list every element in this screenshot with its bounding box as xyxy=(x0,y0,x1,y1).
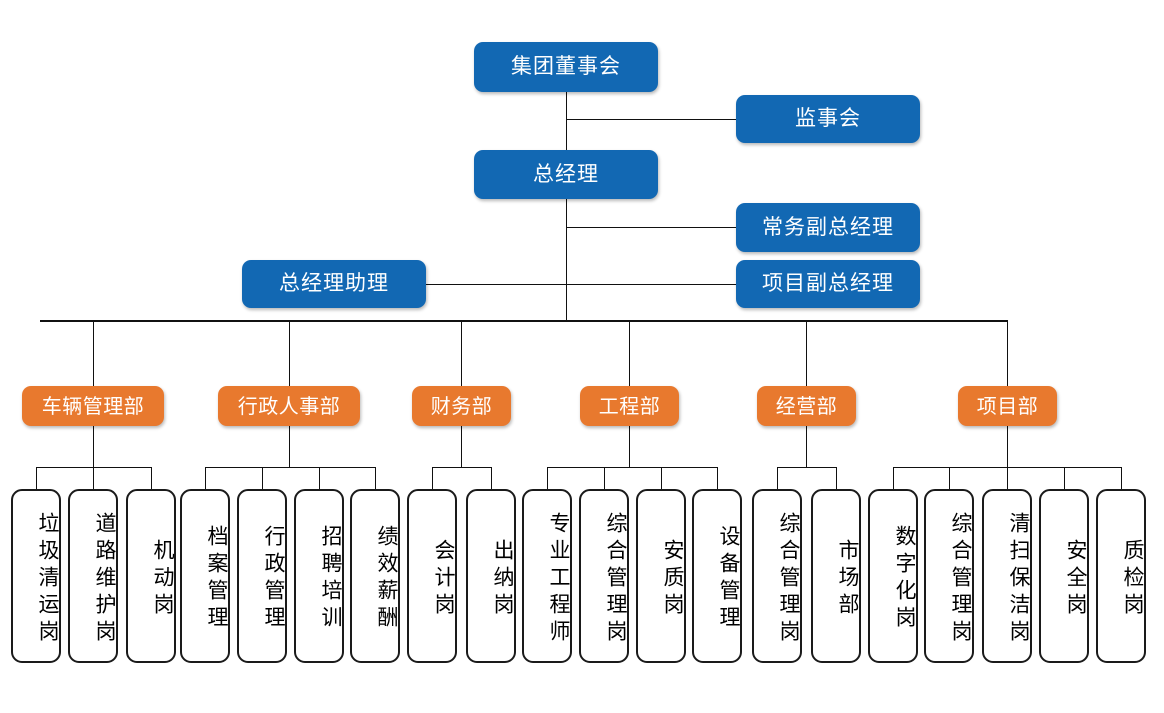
connector-leaf-10 xyxy=(547,467,548,489)
connector-dept-3-stem xyxy=(461,426,462,468)
connector-leaf-1 xyxy=(36,467,37,489)
connector-bus-to-dept-6 xyxy=(1007,320,1008,386)
connector-leaf-11 xyxy=(604,467,605,489)
connector-leaf-19 xyxy=(1064,467,1065,489)
node-department-operations[interactable]: 经营部 xyxy=(757,386,856,426)
node-department-engineering[interactable]: 工程部 xyxy=(580,386,679,426)
connector-dept-5-stem xyxy=(806,426,807,468)
connector-leaf-13 xyxy=(717,467,718,489)
connector-leaf-5 xyxy=(262,467,263,489)
connector-leaf-14 xyxy=(777,467,778,489)
connector-gm-to-exec-deputy xyxy=(566,227,736,228)
connector-leaf-8 xyxy=(432,467,433,489)
node-position-equipment-management[interactable]: 设备管理 xyxy=(692,489,742,663)
connector-leaf-18 xyxy=(1007,467,1008,489)
connector-gm-to-project-deputy xyxy=(566,284,736,285)
department-bus xyxy=(40,320,1008,322)
node-position-marketing[interactable]: 市场部 xyxy=(811,489,861,663)
connector-gm-stem-to-supervisory xyxy=(566,119,736,120)
sub-bus-dept-4 xyxy=(547,467,717,468)
connector-leaf-12 xyxy=(661,467,662,489)
node-general-manager[interactable]: 总经理 xyxy=(474,150,658,199)
node-department-finance[interactable]: 财务部 xyxy=(412,386,511,426)
node-position-operations-general-management[interactable]: 综合管理岗 xyxy=(752,489,802,663)
connector-bus-to-dept-1 xyxy=(93,320,94,386)
node-position-cashier[interactable]: 出纳岗 xyxy=(466,489,516,663)
connector-leaf-16 xyxy=(893,467,894,489)
connector-dept-2-stem xyxy=(289,426,290,468)
node-position-quality-inspection[interactable]: 质检岗 xyxy=(1096,489,1146,663)
sub-bus-dept-2 xyxy=(205,467,375,468)
connector-dept-4-stem xyxy=(629,426,630,468)
connector-dept-1-stem xyxy=(93,426,94,468)
connector-leaf-9 xyxy=(491,467,492,489)
node-position-archive-management[interactable]: 档案管理 xyxy=(180,489,230,663)
connector-leaf-3 xyxy=(151,467,152,489)
connector-leaf-17 xyxy=(949,467,950,489)
connector-gm-assistant-to-stem xyxy=(426,284,566,285)
node-position-engineering-general-management[interactable]: 综合管理岗 xyxy=(579,489,629,663)
node-position-accounting[interactable]: 会计岗 xyxy=(407,489,457,663)
connector-leaf-4 xyxy=(205,467,206,489)
node-position-digitalization[interactable]: 数字化岗 xyxy=(868,489,918,663)
node-position-cleaning-sanitation[interactable]: 清扫保洁岗 xyxy=(982,489,1032,663)
node-position-professional-engineer[interactable]: 专业工程师 xyxy=(522,489,572,663)
connector-bus-to-dept-2 xyxy=(289,320,290,386)
node-group-board[interactable]: 集团董事会 xyxy=(474,42,658,92)
node-general-manager-assistant[interactable]: 总经理助理 xyxy=(242,260,426,308)
node-position-road-maintenance[interactable]: 道路维护岗 xyxy=(68,489,118,663)
node-position-trash-transport[interactable]: 垃圾清运岗 xyxy=(11,489,61,663)
node-position-project-general-management[interactable]: 综合管理岗 xyxy=(924,489,974,663)
node-department-project[interactable]: 项目部 xyxy=(958,386,1057,426)
connector-leaf-7 xyxy=(375,467,376,489)
node-position-safety[interactable]: 安全岗 xyxy=(1039,489,1089,663)
connector-bus-to-dept-5 xyxy=(806,320,807,386)
connector-leaf-6 xyxy=(319,467,320,489)
node-executive-deputy-general-manager[interactable]: 常务副总经理 xyxy=(736,203,920,252)
sub-bus-dept-3 xyxy=(432,467,492,468)
connector-dept-6-stem xyxy=(1007,426,1008,468)
node-department-admin-hr[interactable]: 行政人事部 xyxy=(218,386,360,426)
sub-bus-dept-5 xyxy=(777,467,837,468)
connector-bus-to-dept-4 xyxy=(629,320,630,386)
connector-bus-to-dept-3 xyxy=(461,320,462,386)
connector-leaf-20 xyxy=(1121,467,1122,489)
connector-leaf-2 xyxy=(93,467,94,489)
node-department-vehicle[interactable]: 车辆管理部 xyxy=(22,386,164,426)
connector-gm-to-bus xyxy=(566,199,567,321)
node-position-administrative-management[interactable]: 行政管理 xyxy=(237,489,287,663)
connector-leaf-15 xyxy=(836,467,837,489)
node-position-performance-compensation[interactable]: 绩效薪酬 xyxy=(350,489,400,663)
node-supervisory-board[interactable]: 监事会 xyxy=(736,95,920,143)
node-position-safety-quality[interactable]: 安质岗 xyxy=(636,489,686,663)
node-position-mobile-unit[interactable]: 机动岗 xyxy=(126,489,176,663)
connector-board-to-gm xyxy=(566,92,567,150)
node-project-deputy-general-manager[interactable]: 项目副总经理 xyxy=(736,260,920,308)
node-position-recruitment-training[interactable]: 招聘培训 xyxy=(294,489,344,663)
